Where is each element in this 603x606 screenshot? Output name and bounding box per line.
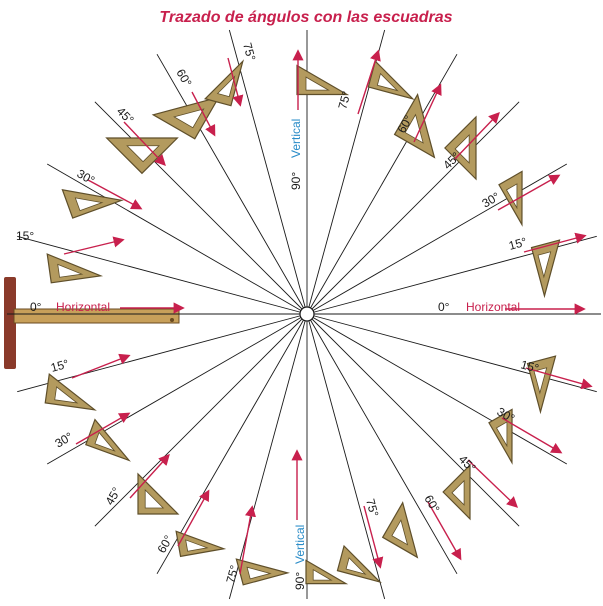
set-squares bbox=[44, 59, 561, 586]
label-60-upper-left: 60° bbox=[173, 67, 194, 90]
square-15-upper-left bbox=[46, 253, 104, 284]
square-30-lower-left bbox=[85, 418, 131, 462]
ray-330deg bbox=[306, 313, 568, 465]
ray-150deg bbox=[46, 163, 308, 315]
label-vertical-top: Vertical bbox=[289, 119, 303, 158]
label-60-lower-right: 60° bbox=[421, 493, 442, 516]
label-15-upper-right: 15° bbox=[507, 235, 528, 253]
arrow-60-upper-left bbox=[191, 91, 216, 137]
square-15-upper-right bbox=[530, 239, 561, 299]
arrow-60-lower-right bbox=[427, 501, 462, 561]
label-90-bottom: 90° bbox=[293, 572, 307, 590]
arrow-45-upper-right bbox=[453, 111, 500, 161]
ray-60deg bbox=[306, 53, 458, 315]
ray-285deg bbox=[306, 313, 386, 600]
ray-315deg bbox=[306, 313, 520, 527]
square-30-upper-left bbox=[61, 188, 124, 219]
arrow-75-upper-left bbox=[227, 57, 244, 107]
label-75-upper-left: 75° bbox=[240, 41, 258, 62]
label-15-upper-left: 15° bbox=[16, 229, 34, 243]
ray-255deg bbox=[228, 313, 308, 600]
arrow-30-upper-left bbox=[87, 179, 143, 210]
ray-105deg bbox=[228, 29, 308, 315]
square-45-lower-right bbox=[442, 463, 471, 521]
label-15-lower-left: 15° bbox=[49, 357, 70, 375]
ray-45deg bbox=[306, 101, 520, 315]
label-60-lower-left: 60° bbox=[154, 533, 175, 556]
arrow-15-upper-right bbox=[523, 232, 587, 253]
ray-225deg bbox=[94, 313, 308, 527]
arrow-15-lower-left bbox=[71, 353, 131, 379]
label-30-upper-right: 30° bbox=[480, 189, 503, 210]
label-45-upper-left: 45° bbox=[114, 104, 137, 127]
label-45-lower-left: 45° bbox=[102, 485, 123, 508]
ray-195deg bbox=[17, 313, 308, 393]
label-0-left: 0° bbox=[30, 300, 42, 314]
label-horizontal-right: Horizontal bbox=[466, 300, 520, 314]
angle-rays bbox=[7, 29, 601, 600]
label-horizontal-left: Horizontal bbox=[56, 300, 110, 314]
arrow-30-lower-right bbox=[501, 417, 563, 454]
square-90-bottom bbox=[305, 559, 349, 585]
ray-210deg bbox=[46, 313, 308, 465]
ray-240deg bbox=[156, 313, 308, 575]
center-point bbox=[299, 306, 315, 322]
label-75-upper-right: 75° bbox=[335, 89, 353, 110]
label-vertical-bottom: Vertical bbox=[293, 525, 307, 564]
arrow-30-lower-left bbox=[75, 412, 131, 445]
arrow-45-upper-left bbox=[123, 121, 166, 167]
label-30-upper-left: 30° bbox=[75, 166, 98, 187]
arrow-75-lower-right bbox=[363, 505, 384, 569]
square-60-upper-left bbox=[151, 96, 221, 140]
square-45-lower-left bbox=[137, 472, 180, 515]
arrow-60-lower-left bbox=[177, 489, 210, 547]
square-30-upper-right bbox=[498, 170, 523, 227]
square-75-upper-left bbox=[204, 59, 244, 107]
arrow-45-lower-left bbox=[129, 453, 170, 499]
ray-345deg bbox=[306, 313, 597, 393]
label-0-right: 0° bbox=[438, 300, 450, 314]
square-60-lower-right bbox=[381, 501, 419, 559]
arrow-75-lower-left bbox=[239, 505, 257, 575]
ray-120deg bbox=[156, 53, 308, 315]
arrow-75-upper-right bbox=[357, 49, 381, 115]
square-30-lower-right bbox=[488, 408, 513, 465]
label-75-lower-right: 75° bbox=[363, 497, 381, 518]
square-45-upper-right bbox=[444, 115, 477, 181]
arrow-15-upper-left bbox=[63, 236, 125, 255]
square-60-lower-left bbox=[175, 530, 227, 558]
square-60-upper-right bbox=[393, 93, 436, 159]
direction-arrows bbox=[63, 49, 593, 575]
ray-135deg bbox=[94, 101, 308, 315]
ray-30deg bbox=[306, 163, 568, 315]
arrow-60-upper-right bbox=[413, 83, 442, 143]
label-30-lower-left: 30° bbox=[53, 429, 76, 450]
label-15-lower-right: 15° bbox=[519, 357, 540, 375]
label-45-lower-right: 45° bbox=[456, 452, 479, 475]
label-75-lower-left: 75° bbox=[223, 563, 241, 584]
ray-300deg bbox=[306, 313, 458, 575]
diagram-title: Trazado de ángulos con las escuadras bbox=[159, 9, 452, 26]
label-90-top: 90° bbox=[289, 172, 303, 190]
ray-165deg bbox=[17, 235, 308, 315]
arrow-15-lower-right bbox=[525, 367, 593, 390]
square-90-top bbox=[296, 64, 350, 96]
arrow-45-lower-right bbox=[467, 459, 519, 508]
square-75-lower-left bbox=[235, 558, 290, 586]
square-15-lower-left bbox=[44, 373, 97, 411]
square-75-upper-right bbox=[367, 60, 415, 100]
square-75-lower-right bbox=[336, 544, 382, 584]
arrow-30-upper-right bbox=[497, 174, 561, 211]
